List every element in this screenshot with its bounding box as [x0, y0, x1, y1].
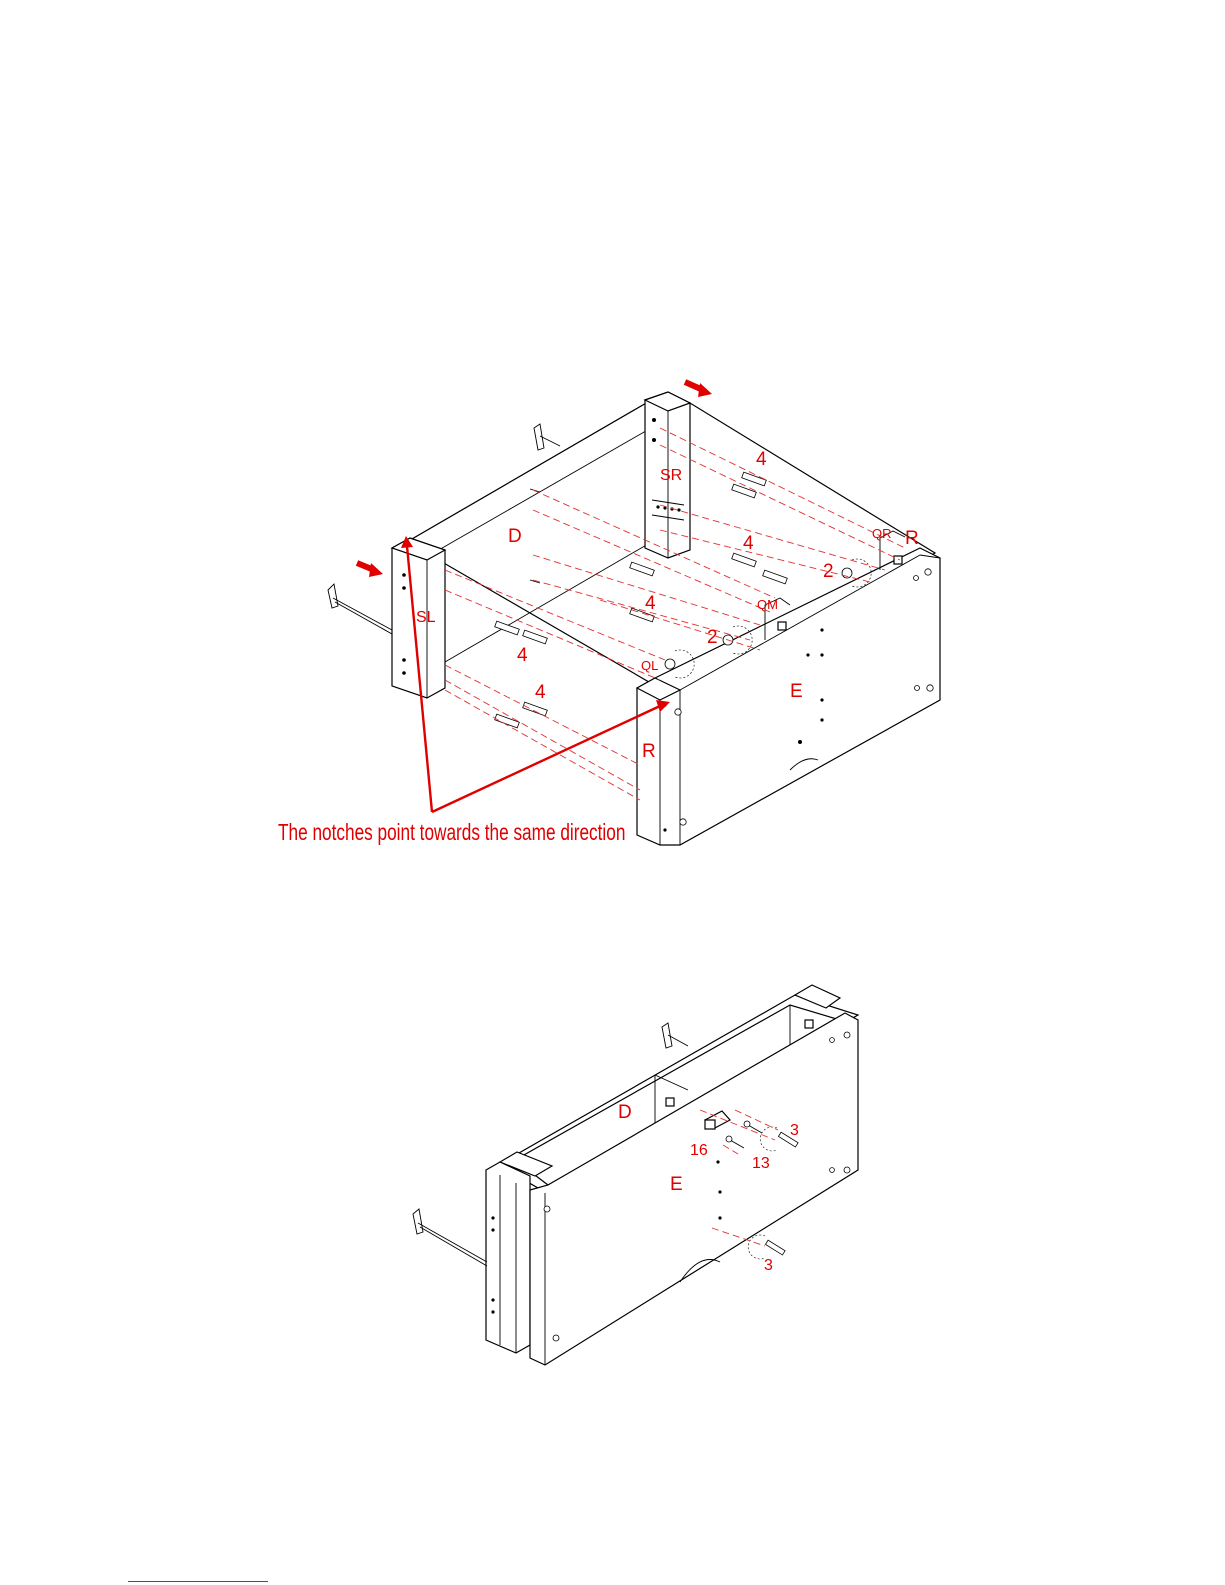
label-e-2: E	[670, 1174, 683, 1195]
label-sr: SR	[660, 467, 682, 484]
label-d-2: D	[618, 1102, 632, 1123]
arrow-right-icon	[685, 382, 712, 397]
count-16: 16	[690, 1142, 708, 1159]
count-3-bottom: 3	[764, 1257, 773, 1274]
handle-left-2	[413, 1209, 487, 1266]
bolt-3-bottom	[748, 1235, 785, 1259]
label-qm: QM	[757, 597, 778, 612]
diagram-1: SR SL D E R R QL QM QR 4 4 4 4 4 2 2 The…	[278, 382, 940, 846]
arrow-left-icon	[357, 563, 383, 577]
diagram-2: D E 3 16 13 3	[413, 985, 858, 1365]
handle-back	[534, 424, 560, 450]
count-3-top: 3	[790, 1122, 799, 1139]
label-r-left: R	[642, 741, 656, 762]
count-4-mid: 4	[743, 533, 754, 554]
count-13: 13	[752, 1155, 770, 1172]
end-panel-left	[486, 1162, 530, 1353]
notch-note: The notches point towards the same direc…	[278, 819, 625, 845]
count-2-mid: 2	[707, 627, 718, 648]
label-e: E	[790, 681, 803, 702]
footer-rule	[128, 1581, 268, 1582]
count-4-top: 4	[756, 449, 767, 470]
count-2-right: 2	[823, 561, 834, 582]
label-ql: QL	[641, 658, 658, 673]
count-4-low: 4	[535, 682, 546, 703]
handle-back-2	[662, 1023, 688, 1048]
count-4-left: 4	[517, 645, 528, 666]
label-sl: SL	[416, 609, 436, 626]
handle-left	[328, 584, 392, 634]
label-r-right: R	[905, 528, 919, 549]
label-d: D	[508, 526, 522, 547]
label-qr: QR	[872, 526, 892, 541]
count-4-center: 4	[645, 593, 656, 614]
